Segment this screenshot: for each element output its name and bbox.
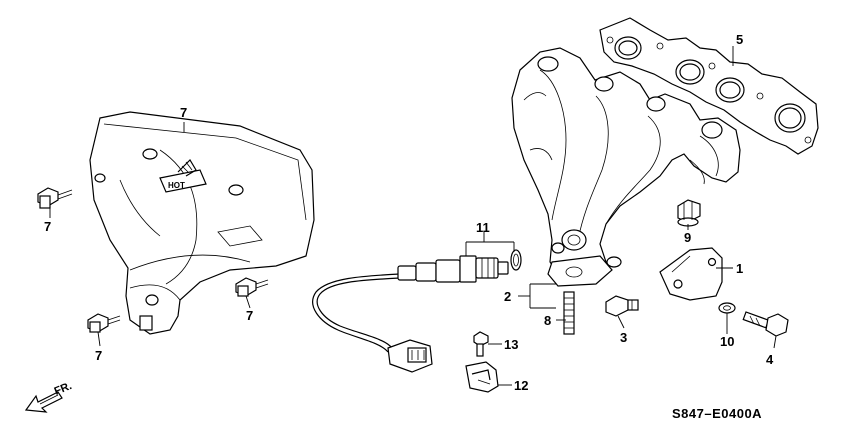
- bracket-bolt: [742, 311, 789, 337]
- flange-bolt: [605, 295, 639, 317]
- callout-11: 11: [476, 220, 490, 235]
- bolt-7-middle: [235, 277, 269, 297]
- callout-12: 12: [514, 378, 528, 393]
- bolt-7-lower: [87, 313, 121, 333]
- oxygen-sensor: [312, 255, 509, 373]
- callout-7-middle: 7: [246, 308, 253, 323]
- small-bolt: [473, 331, 489, 357]
- callout-9: 9: [684, 230, 691, 245]
- harness-clip: [465, 361, 499, 393]
- callout-10: 10: [720, 334, 734, 349]
- manifold-bracket: [659, 247, 723, 301]
- callout-7-lower: 7: [95, 348, 102, 363]
- front-label: FR.: [53, 380, 74, 398]
- callout-13: 13: [504, 337, 518, 352]
- callout-7-upper: 7: [44, 219, 51, 234]
- callout-4: 7: [180, 105, 187, 120]
- callout-1: 1: [736, 261, 743, 276]
- sensor-connector: [387, 339, 433, 373]
- callout-3: 5: [736, 32, 743, 47]
- callout-6: 4: [766, 352, 774, 367]
- callout-5: 3: [620, 330, 627, 345]
- front-direction-indicator: FR.: [24, 380, 74, 413]
- stud-bolt: [563, 291, 575, 335]
- diagram-part-code: S847–E0400A: [672, 406, 762, 421]
- callout-2: 2: [504, 289, 511, 304]
- sensor-washer: [510, 249, 522, 271]
- exhaust-manifold: [511, 47, 741, 287]
- flange-nut: [677, 199, 701, 227]
- callout-8: 8: [544, 313, 551, 328]
- heat-shield: HOT: [89, 111, 315, 335]
- bolt-7-upper: [37, 187, 73, 209]
- washer: [718, 302, 736, 314]
- manifold-gasket: [599, 17, 819, 155]
- hot-warning-icon: HOT: [159, 159, 207, 193]
- leader-lines: [49, 46, 777, 386]
- hot-label: HOT: [168, 181, 185, 190]
